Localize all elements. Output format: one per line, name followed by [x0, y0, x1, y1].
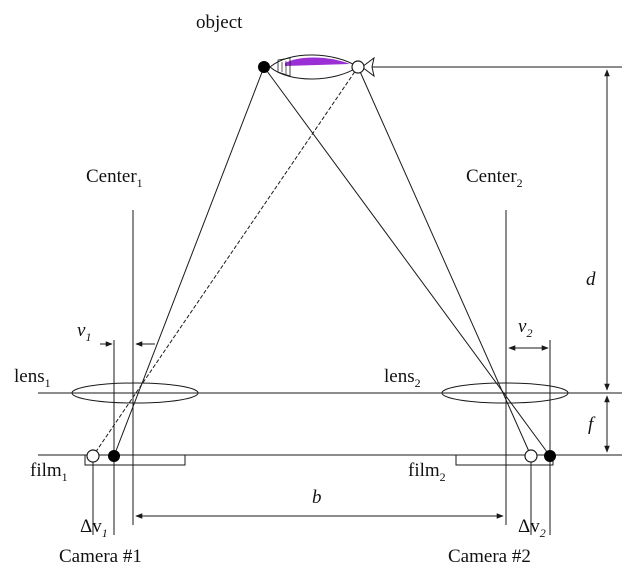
film1-point-white [86, 449, 100, 463]
center2-label: Center2 [466, 166, 523, 190]
lens2-label: lens2 [384, 366, 421, 390]
film2-point-white [524, 449, 538, 463]
v1-label: v1 [77, 320, 91, 344]
ray-black-cam1 [113, 66, 265, 457]
ray-white-cam1 [92, 66, 359, 457]
ray-black-cam2 [263, 66, 551, 457]
lens1-label: lens1 [14, 366, 51, 390]
lens1-shape [71, 382, 199, 404]
film1-shape [84, 454, 186, 466]
object-point-white [351, 60, 365, 74]
camera1-label: Camera #1 [59, 546, 142, 567]
object-point-black [258, 61, 270, 73]
v2-label: v2 [518, 316, 532, 340]
film2-label: film2 [408, 460, 446, 484]
ray-white-cam2 [357, 66, 532, 457]
lens2-shape [441, 382, 569, 404]
film1-point-black [108, 450, 120, 462]
film2-point-black [544, 450, 556, 462]
dv1-label: Δv1 [80, 516, 108, 540]
center1-label: Center1 [86, 166, 143, 190]
d-label: d [586, 269, 596, 290]
dv2-label: Δv2 [518, 516, 546, 540]
f-label: f [588, 414, 596, 435]
camera2-label: Camera #2 [448, 546, 531, 567]
object-shape [269, 54, 375, 80]
film2-shape [455, 454, 554, 466]
b-label: b [312, 487, 322, 508]
film1-label: film1 [30, 460, 68, 484]
object-label: object [196, 12, 243, 33]
